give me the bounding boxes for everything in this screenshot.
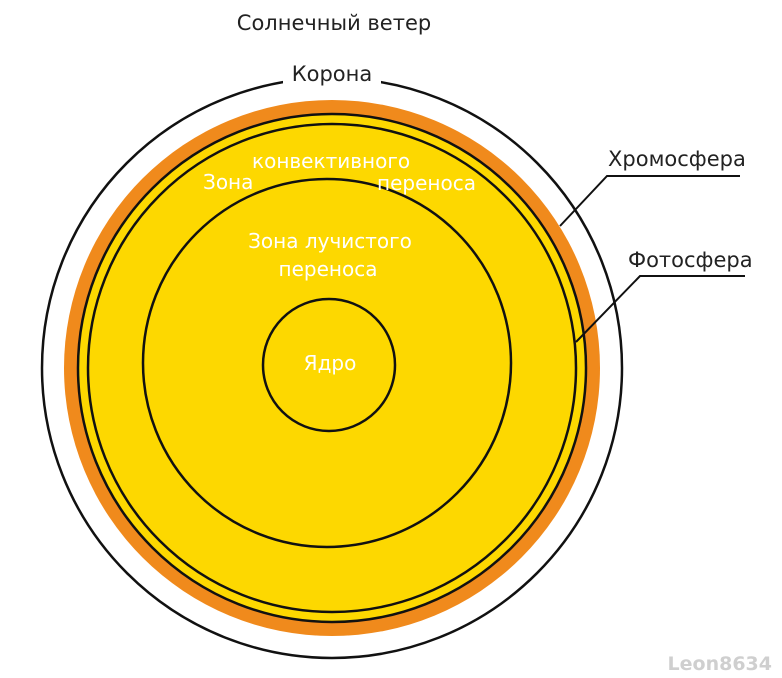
- watermark: Leon8634: [668, 653, 772, 675]
- convective-zone-label-line3: переноса: [377, 171, 476, 195]
- photosphere-label: Фотосфера: [628, 248, 753, 272]
- corona-label: Корона: [292, 62, 373, 86]
- chromosphere-leader-line: [559, 175, 740, 227]
- photosphere-circle: [76, 112, 588, 624]
- radiative-zone-circle: [141, 177, 513, 549]
- photosphere-leader-line: [575, 275, 745, 343]
- convective-zone-label-line1: Зона: [203, 170, 253, 194]
- chromosphere-label: Хромосфера: [608, 147, 746, 171]
- convective-zone-label-line2: конвективного: [252, 149, 410, 173]
- convective-zone-outer-circle: [86, 122, 578, 614]
- corona-label-gap: [283, 64, 381, 90]
- solar-wind-label: Солнечный ветер: [237, 11, 431, 35]
- radiative-zone-label-line2: переноса: [279, 257, 378, 281]
- core-circle: [261, 297, 397, 433]
- core-label: Ядро: [304, 351, 357, 375]
- radiative-zone-label-line1: Зона лучистого: [248, 229, 412, 253]
